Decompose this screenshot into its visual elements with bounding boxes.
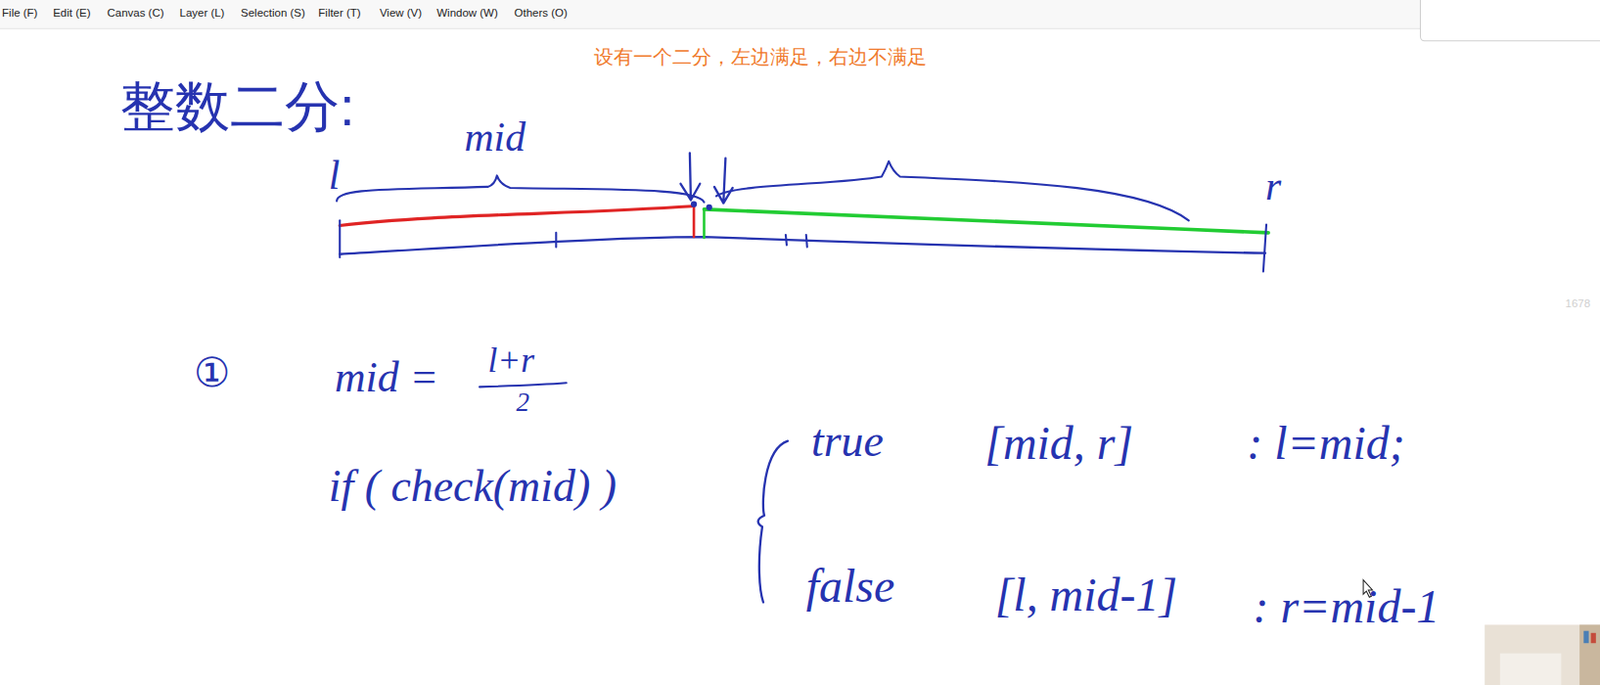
- green-start-tick: [702, 209, 706, 238]
- tick: [338, 220, 341, 258]
- boundary-dot: [706, 204, 713, 211]
- thumbnail-figure: [1500, 653, 1562, 685]
- menu-bar-border: [0, 28, 1600, 30]
- thumbnail-shelf: [1579, 624, 1600, 685]
- handwritten-label: mid: [463, 114, 526, 162]
- menu-item: Layer (L): [180, 6, 226, 20]
- right-brace: [716, 161, 1189, 222]
- menu-item: Others (O): [514, 6, 568, 20]
- handwritten-code: true: [811, 415, 884, 468]
- thumbnail-book: [1583, 631, 1589, 644]
- handwritten-code: : r=mid-1: [1252, 579, 1440, 634]
- handwritten-heading: 整数二分:: [120, 75, 356, 139]
- red-segment: [339, 206, 692, 227]
- menu-item: Selection (S): [240, 6, 306, 20]
- tick: [1263, 225, 1267, 273]
- floating-panel: [1419, 0, 1600, 42]
- menu-item: Filter (T): [318, 6, 361, 20]
- menu-item: Edit (E): [52, 6, 91, 20]
- menu-bar: [0, 0, 1600, 29]
- subtitle-caption: 设有一个二分，左边满足，右边不满足: [594, 45, 927, 69]
- number-line: [339, 236, 1266, 255]
- handwritten-code: false: [806, 558, 896, 613]
- menu-item: File (F): [1, 6, 38, 20]
- left-brace: [336, 175, 704, 202]
- handwritten-code: : l=mid;: [1246, 415, 1406, 470]
- step-number: ①: [193, 349, 230, 397]
- handwritten-formula: mid =: [334, 352, 439, 402]
- endpoint-label: l: [328, 152, 341, 200]
- red-end-tick: [692, 206, 696, 237]
- tick: [806, 234, 808, 248]
- handwritten-formula: l+r: [487, 340, 535, 381]
- fraction-bar: [479, 382, 567, 387]
- thumbnail-ground: [1484, 624, 1600, 685]
- green-segment: [703, 209, 1269, 233]
- handwritten-code: [l, mid-1]: [995, 567, 1179, 622]
- page-counter: 1678: [1565, 297, 1592, 311]
- menu-item: Window (W): [436, 6, 498, 20]
- handwritten-formula: 2: [516, 387, 531, 418]
- pointer-arrow: [714, 158, 733, 204]
- thumbnail-book: [1591, 633, 1597, 643]
- pointer-arrow: [681, 152, 701, 200]
- menu-item: Canvas (C): [106, 6, 164, 20]
- case-bracket: [758, 441, 788, 603]
- boundary-dot: [690, 201, 697, 208]
- webcam-thumbnail: [1484, 624, 1600, 685]
- tick: [554, 232, 557, 248]
- tick: [785, 234, 787, 245]
- handwritten-code: if ( check(mid) ): [328, 460, 617, 513]
- menu-item: View (V): [379, 6, 422, 20]
- handwritten-code: [mid, r]: [984, 415, 1134, 470]
- endpoint-label: r: [1265, 163, 1281, 211]
